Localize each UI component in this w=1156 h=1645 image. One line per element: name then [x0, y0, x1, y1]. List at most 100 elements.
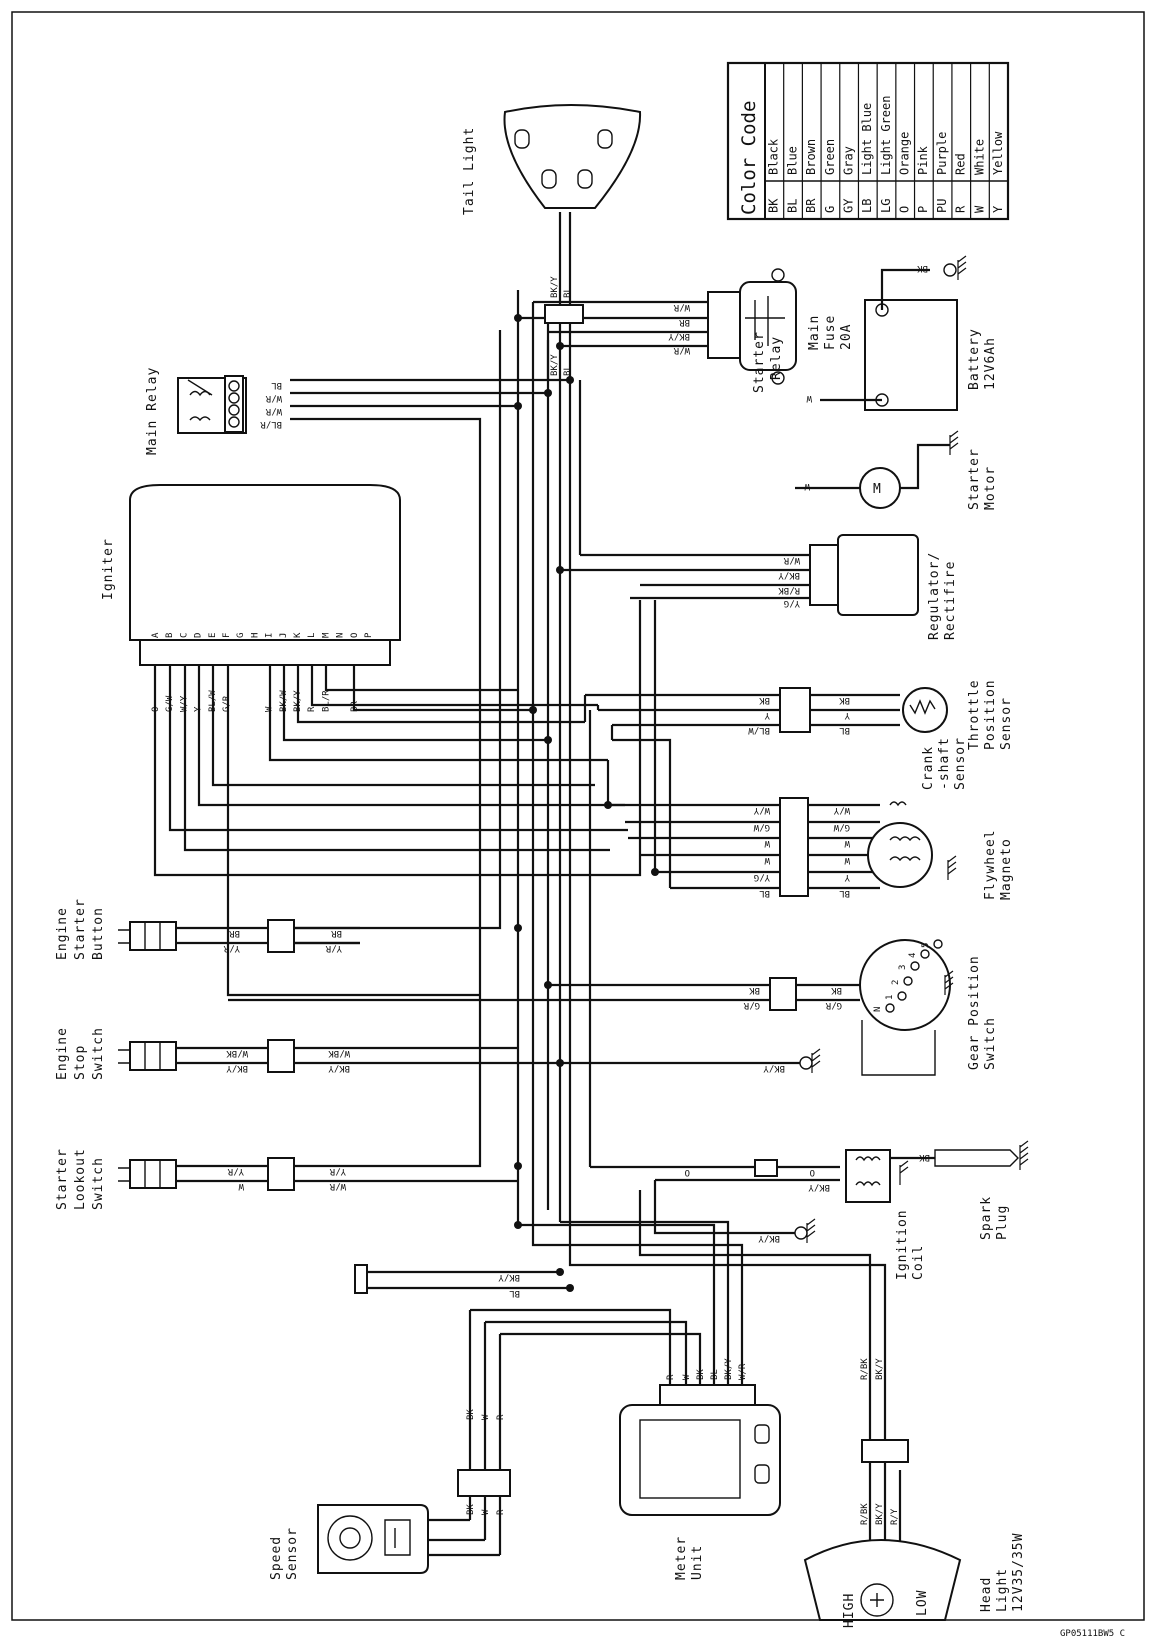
svg-text:BK/Y: BK/Y	[668, 331, 690, 341]
svg-text:BK: BK	[919, 1152, 930, 1162]
color-code-name: Orange	[898, 132, 912, 175]
color-code-abbr: BR	[804, 198, 818, 213]
svg-text:R/Y: R/Y	[890, 1508, 900, 1525]
svg-text:W/R: W/R	[265, 393, 282, 403]
igniter-wire-label: R	[307, 706, 317, 712]
ignition-coil-label-1: Ignition	[895, 1209, 910, 1280]
meter-wire-label: W	[682, 1374, 692, 1380]
igniter-pin-label: O	[350, 633, 360, 638]
main-fuse-label-3: 20A	[839, 324, 854, 350]
high-beam-label: HIGH	[842, 1593, 857, 1628]
igniter-pin-label: E	[208, 633, 218, 638]
color-code-name: Brown	[804, 139, 818, 175]
color-code-name: Black	[767, 138, 781, 175]
color-code-abbr: Y	[991, 205, 1005, 213]
page-frame	[11, 11, 1145, 1621]
main-relay-label: Main Relay	[145, 367, 160, 455]
crankshaft-label-1: Crank	[921, 746, 936, 790]
svg-text:R/BK: R/BK	[860, 1358, 870, 1380]
magneto-side-label: W	[844, 838, 850, 848]
gear-position-label: 4	[908, 953, 918, 958]
igniter-pin-label: H	[250, 633, 260, 638]
svg-text:O: O	[810, 1167, 815, 1177]
svg-text:BK/Y: BK/Y	[550, 354, 560, 376]
magneto-side-label: W/Y	[833, 805, 850, 815]
magneto-harness-label: Y/G	[754, 872, 770, 882]
head-light: HIGH LOW R/BK BK/Y R/BK BK/Y R/Y Head Li…	[803, 1358, 1026, 1628]
throttle-label-3: Sensor	[999, 697, 1014, 750]
svg-text:BR: BR	[679, 317, 690, 327]
igniter-pin-label: L	[307, 633, 317, 638]
color-code-name: Pink	[916, 145, 930, 175]
color-code-abbr: BK	[767, 198, 781, 213]
wire-harness	[153, 212, 902, 1600]
igniter-pin-label: I	[265, 633, 275, 638]
svg-text:W/R: W/R	[673, 345, 690, 355]
meter-unit-label-2: Unit	[690, 1545, 705, 1580]
lockout-label-2: Lookout	[73, 1148, 88, 1210]
svg-text:Y: Y	[844, 710, 850, 720]
magneto-harness-label: G/W	[753, 822, 770, 832]
svg-text:Y/R: Y/R	[227, 1166, 244, 1176]
color-code-name: Light Green	[879, 96, 893, 175]
svg-text:BR: BR	[331, 928, 342, 938]
igniter-pin-label: C	[179, 633, 189, 638]
svg-text:Y/G: Y/G	[784, 598, 800, 608]
color-code-table: Color Code BKBlackBLBlueBRBrownGGreenGYG…	[726, 61, 1010, 221]
magneto-side-label: G/W	[833, 822, 850, 832]
speed-wire-label: R	[496, 1414, 506, 1420]
svg-text:BK/Y: BK/Y	[763, 1063, 785, 1073]
color-code-name: Green	[823, 139, 837, 175]
svg-text:O: O	[685, 1167, 690, 1177]
svg-text:BK/Y: BK/Y	[226, 1063, 248, 1073]
speed-sensor-label-1: Speed	[269, 1536, 284, 1580]
gear-contact	[933, 939, 943, 949]
svg-text:G/R: G/R	[825, 1000, 842, 1010]
igniter-wire-label: G/R	[222, 695, 232, 712]
igniter-pin-label: P	[364, 632, 374, 638]
magneto-harness-label: W	[764, 838, 770, 848]
color-code-name: Purple	[935, 132, 949, 175]
igniter-label: Igniter	[101, 538, 116, 600]
starter-motor-label-2: Motor	[983, 466, 998, 510]
svg-text:BL: BL	[839, 725, 850, 735]
spark-plug: BK Spark Plug	[919, 1140, 1029, 1240]
battery: BK W Battery 12V6Ah	[806, 255, 998, 411]
flywheel-label-1: Flywheel	[983, 829, 998, 900]
igniter-wire-label: W	[265, 706, 275, 712]
gear-position-label: 1	[885, 995, 895, 1000]
color-code-abbr: LG	[879, 199, 893, 213]
svg-text:W: W	[806, 393, 812, 403]
meter-wire-label: BK/Y	[724, 1358, 734, 1380]
igniter-pin-label: M	[321, 632, 331, 638]
main-relay: Main Relay BL W/R W/R BL/R	[145, 367, 282, 455]
engine-stop-switch: W/BK BK/Y W/BK BK/Y BK/Y Engine Stop Swi…	[55, 1027, 821, 1080]
svg-text:G/R: G/R	[743, 1000, 760, 1010]
gear-contact	[903, 976, 913, 986]
svg-text:R/BK: R/BK	[778, 585, 800, 595]
svg-text:Y: Y	[764, 710, 770, 720]
ignition-coil: O O BK/Y BK/Y Ignition Coil	[655, 1149, 935, 1280]
svg-text:Y/R: Y/R	[223, 943, 240, 953]
color-code-abbr: R	[954, 205, 968, 213]
bottom-connector: BK/Y BL	[354, 1264, 520, 1298]
color-code-title: Color Code	[738, 101, 760, 215]
speed-wire-label: R	[496, 1509, 506, 1515]
svg-text:BK: BK	[839, 695, 850, 705]
starter-motor-label-1: Starter	[967, 448, 982, 510]
svg-text:BK/Y: BK/Y	[808, 1182, 830, 1192]
starter-button-label-1: Engine	[55, 907, 70, 960]
color-code-name: Gray	[841, 146, 855, 175]
starter-button-label-2: Starter	[73, 898, 88, 960]
color-code-abbr: PU	[935, 199, 949, 213]
igniter-pin-label: F	[222, 633, 232, 638]
magneto-side-label: BL	[839, 888, 850, 898]
ignition-coil-label-2: Coil	[911, 1245, 926, 1280]
gear-switch-label-1: Gear Position	[967, 955, 982, 1070]
svg-text:W/R: W/R	[673, 302, 690, 312]
lockout-label-1: Starter	[55, 1148, 70, 1210]
starter-lockout-switch: Y/R W Y/R W/R Starter Lookout Switch	[55, 1148, 346, 1210]
